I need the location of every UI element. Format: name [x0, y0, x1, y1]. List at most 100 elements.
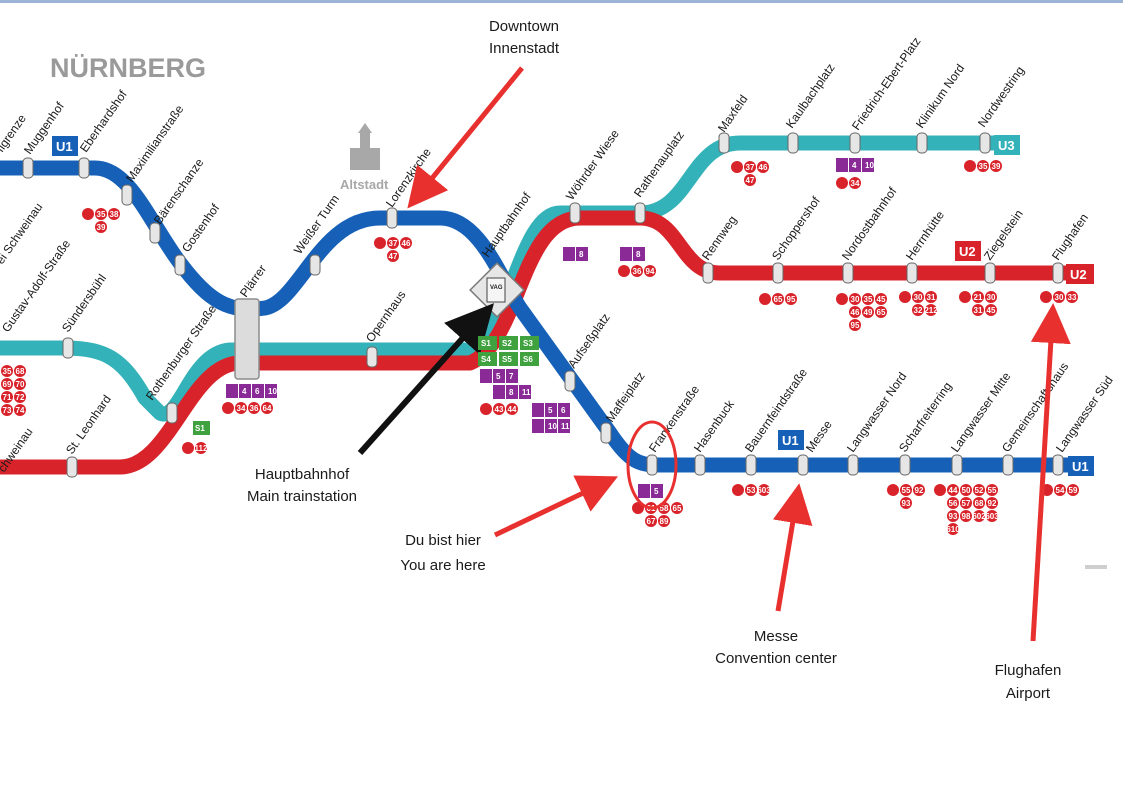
svg-text:65: 65 — [774, 295, 783, 304]
stop-aufsessplatz — [564, 370, 576, 392]
svg-text:36: 36 — [250, 404, 259, 413]
tram-box-frankenstrasse: 5 — [638, 484, 663, 498]
station-stops — [22, 132, 1064, 478]
network-map-svg: NÜRNBERG Altstadt VAG U1 U3 U2 U2 U1 — [0, 18, 1116, 702]
station-label-schweinau_top: ei Schweinau — [0, 200, 45, 267]
tram-box-woehrder: 8 — [563, 247, 588, 261]
svg-text:S6: S6 — [523, 355, 533, 364]
svg-text:36: 36 — [633, 267, 642, 276]
stop-woehrder — [569, 202, 581, 224]
sbahn-badge-rothenburger: S1 — [193, 421, 210, 435]
svg-text:39: 39 — [992, 162, 1001, 171]
stop-rathenau — [634, 202, 646, 224]
svg-text:46: 46 — [851, 308, 860, 317]
you-are-here-marker — [626, 420, 678, 510]
svg-text:5: 5 — [548, 406, 553, 415]
svg-text:112: 112 — [195, 444, 208, 453]
svg-text:U3: U3 — [998, 138, 1015, 153]
stop-nordost — [842, 262, 854, 284]
stop-lorenzkirche — [386, 207, 398, 229]
svg-text:92: 92 — [915, 486, 924, 495]
bus-cluster-rothenburger: 112 — [182, 442, 208, 454]
svg-text:30: 30 — [987, 293, 996, 302]
station-label-herrnhuette: Herrnhütte — [903, 208, 947, 263]
callout-downtown-de: Innenstadt — [489, 40, 560, 57]
callout-airport-de: Flughafen — [995, 662, 1062, 679]
stop-ziegelstein — [984, 262, 996, 284]
callout-messe-de: Messe — [754, 628, 798, 645]
svg-text:212: 212 — [924, 306, 938, 315]
station-label-ziegelstein: Ziegelstein — [981, 207, 1026, 263]
stop-gemeinschaftshaus — [1002, 454, 1014, 476]
svg-text:31: 31 — [974, 306, 983, 315]
svg-text:72: 72 — [16, 393, 25, 402]
station-label-maxfeld: Maxfeld — [715, 92, 751, 134]
sbahn-badge-s6: S6 — [520, 352, 539, 366]
sbahn-badge-s2: S2 — [499, 336, 518, 350]
stop-scharfreiter — [899, 454, 911, 476]
svg-text:11: 11 — [522, 388, 531, 397]
svg-text:65: 65 — [877, 308, 886, 317]
stop-schopper — [772, 262, 784, 284]
station-label-friedrich: Friedrich-Ebert-Platz — [849, 35, 924, 133]
svg-text:5: 5 — [496, 372, 501, 381]
svg-text:56: 56 — [949, 499, 958, 508]
svg-text:45: 45 — [877, 295, 886, 304]
altstadt-label: Altstadt — [340, 177, 389, 192]
svg-text:89: 89 — [660, 517, 669, 526]
svg-text:603: 603 — [985, 512, 999, 521]
arrow-airport — [1030, 303, 1071, 642]
svg-text:92: 92 — [988, 499, 997, 508]
stop-sundersbuehl — [62, 337, 74, 359]
badge-u1-messe: U1 — [778, 430, 804, 450]
svg-text:603: 603 — [757, 486, 771, 495]
callout-downtown-en: Downtown — [489, 18, 559, 35]
svg-text:8: 8 — [636, 250, 641, 259]
map-footnote-mark — [1085, 565, 1107, 569]
svg-text:S1: S1 — [481, 339, 491, 348]
stop-langwasser_nord — [847, 454, 859, 476]
stop-bauernfeind — [745, 454, 757, 476]
svg-text:S2: S2 — [502, 339, 512, 348]
svg-text:4: 4 — [242, 387, 247, 396]
station-label-st_leonhard: St. Leonhard — [63, 392, 114, 456]
svg-text:35: 35 — [864, 295, 873, 304]
station-label-langwasser_sued: Langwasser Süd — [1053, 373, 1116, 454]
svg-text:49: 49 — [864, 308, 873, 317]
stop-rennweg — [702, 262, 714, 284]
sbahn-badge-s5: S5 — [499, 352, 518, 366]
svg-text:43: 43 — [495, 405, 504, 414]
svg-text:7: 7 — [509, 372, 514, 381]
callout-messe-en: Convention center — [715, 650, 837, 667]
svg-text:8: 8 — [509, 388, 514, 397]
svg-text:38: 38 — [110, 210, 119, 219]
plaerrer-interchange — [234, 298, 260, 380]
tram-box-rathenau: 8 — [620, 247, 645, 261]
svg-text:68: 68 — [975, 499, 984, 508]
city-title: NÜRNBERG — [50, 53, 206, 83]
svg-text:54: 54 — [1056, 486, 1065, 495]
stop-weisser_turm — [309, 254, 321, 276]
badge-u2-ziegel: U2 — [955, 241, 981, 261]
svg-text:10: 10 — [865, 161, 874, 170]
stop-langwasser_mitte — [951, 454, 963, 476]
arrow-you-are-here — [493, 475, 619, 538]
stop-kaulbach — [787, 132, 799, 154]
svg-text:34: 34 — [851, 179, 860, 188]
svg-text:98: 98 — [962, 512, 971, 521]
svg-text:74: 74 — [16, 406, 25, 415]
svg-text:47: 47 — [746, 176, 755, 185]
badge-u2-right: U2 — [1066, 264, 1094, 284]
